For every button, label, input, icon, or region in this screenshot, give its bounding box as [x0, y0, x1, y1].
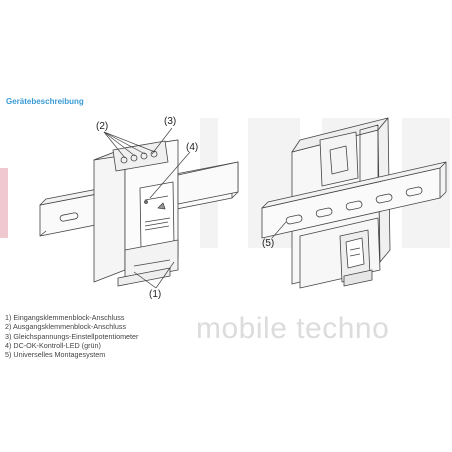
leader-lines-left [103, 127, 191, 289]
mounting-clip [299, 217, 381, 289]
legend-item: 5) Universelles Montagesystem [5, 350, 106, 360]
legend-list: 1) Eingangsklemmenblock-Anschluss 2) Aus… [5, 313, 138, 359]
din-rail-right [261, 161, 447, 239]
leader-lines-right [271, 221, 287, 239]
legend-item: 1) Eingangsklemmenblock-Anschluss [5, 313, 125, 322]
callout-3: (3) [164, 116, 177, 127]
callout-2: (2) [96, 121, 109, 132]
legend-item: 2) Ausgangsklemmenblock-Anschluss [5, 322, 127, 332]
section-title: Gerätebeschreibung [6, 97, 84, 106]
power-supply-front [93, 139, 239, 287]
callout-4: (4) [186, 142, 199, 153]
callout-5: (5) [262, 238, 275, 249]
legend-item: 4) DC-OK-Kontroll-LED (grün) [5, 340, 101, 350]
legend-item: 3) Gleichspannungs-Einstellpotentiometer [5, 331, 139, 341]
callout-1: (1) [149, 289, 162, 300]
brand-watermark: mobile techno [196, 312, 390, 345]
